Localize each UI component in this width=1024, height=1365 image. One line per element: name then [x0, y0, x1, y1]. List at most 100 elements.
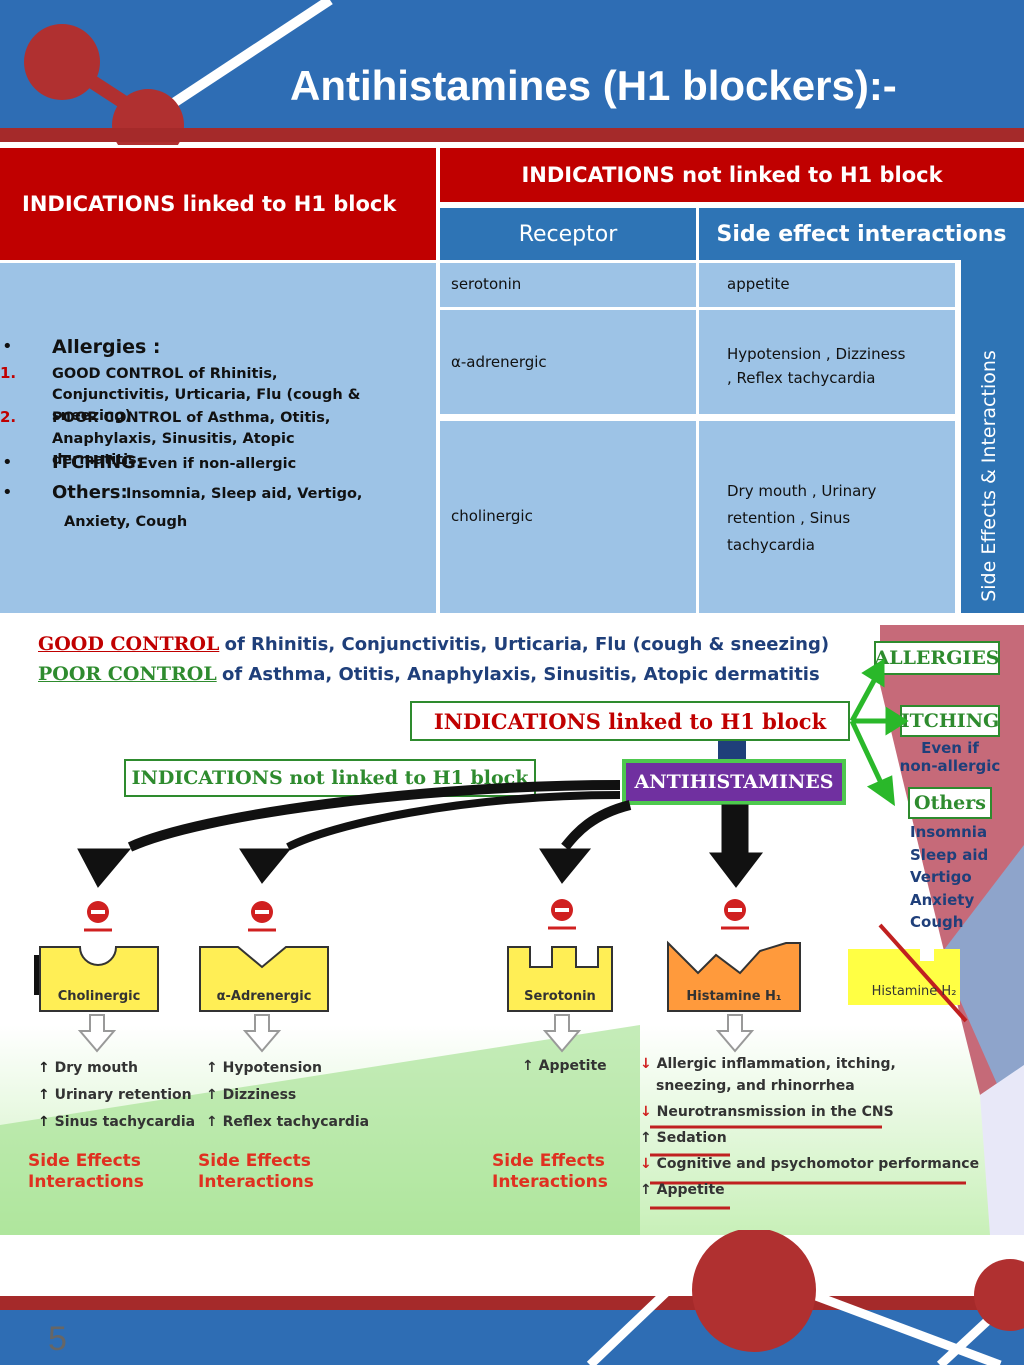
side-effect-header: Side effect interactions — [699, 208, 1024, 260]
up-arrow-icon: ↑ — [38, 1114, 50, 1130]
antihistamines-label: ANTIHISTAMINES — [634, 771, 834, 793]
receptor-cholinergic: Cholinergic — [57, 988, 141, 1004]
itching-label: ITCHING: — [52, 452, 143, 473]
receptor-shapes — [34, 923, 968, 1023]
effect-line: , Reflex tachycardia — [727, 369, 876, 387]
minus-icons — [84, 899, 749, 932]
bullet-icon: • — [2, 452, 13, 473]
side-effects-line: Interactions — [492, 1172, 608, 1192]
poor-control-desc: of Asthma, Otitis, Anaphylaxis, Sinusiti… — [221, 664, 820, 685]
others-item: Anxiety — [910, 890, 975, 909]
effect-cell-cholinergic: Dry mouth , Urinary retention , Sinus ta… — [699, 421, 955, 613]
antihistamine-diagram: GOOD CONTROL of Rhinitis, Conjunctivitis… — [0, 625, 1024, 1235]
histamine-effects: ↓ Allergic inflammation, itching, sneezi… — [640, 1053, 979, 1201]
vertical-label: Side Effects & Interactions — [978, 350, 1000, 602]
effect-item: Appetite — [538, 1058, 607, 1074]
up-arrow-icon: ↑ — [206, 1060, 218, 1076]
down-arrow-icon: ↓ — [640, 1056, 652, 1072]
effect-item: Urinary retention — [54, 1087, 192, 1103]
diagram-arrows — [34, 658, 968, 1210]
black-arrows — [77, 780, 764, 888]
others-label: Others: — [52, 482, 128, 503]
vertical-label-cell — [958, 260, 1024, 613]
linked-indications-cell — [0, 263, 436, 613]
page-number: 5 — [48, 1320, 67, 1358]
poor-control-text: POOR CONTROL of Asthma, Otitis, Anaphyla… — [52, 410, 331, 468]
others-box-label: Others — [914, 792, 986, 814]
linked-header: INDICATIONS linked to H1 block — [0, 148, 436, 260]
receptor-header: Receptor — [440, 208, 696, 260]
effect-item: Dizziness — [222, 1087, 297, 1103]
green-arrows — [849, 658, 909, 807]
allergies-box: ALLERGIES — [874, 641, 1000, 675]
adrenergic-effects: ↑ Hypotension ↑ Dizziness ↑ Reflex tachy… — [206, 1055, 369, 1136]
up-arrow-icon: ↑ — [206, 1114, 218, 1130]
side-effects-line: Interactions — [198, 1172, 314, 1192]
receptor-histamine-h1: Histamine H₁ — [686, 988, 782, 1004]
side-effects-line: Side Effects — [198, 1151, 311, 1171]
others-item: Insomnia — [910, 823, 988, 841]
up-arrow-icon: ↑ — [38, 1060, 50, 1076]
good-control-label: GOOD CONTROL — [38, 633, 220, 655]
others-item: Sleep aid — [910, 845, 989, 864]
linked-box-label: INDICATIONS linked to H1 block — [433, 708, 827, 734]
good-control-line: GOOD CONTROL of Rhinitis, Conjunctivitis… — [38, 633, 829, 656]
itching-sub-line: Even if — [921, 739, 979, 757]
effect-cell-adrenergic: Hypotension , Dizziness , Reflex tachyca… — [699, 310, 955, 414]
molecule-decoration — [24, 0, 333, 145]
up-arrow-icon: ↑ — [640, 1182, 652, 1198]
hollow-arrows — [77, 1014, 755, 1053]
receptor-cell-serotonin: serotonin — [440, 263, 696, 307]
list-number: 1. — [0, 364, 17, 382]
not-linked-box-label: INDICATIONS not linked to H1 block — [131, 767, 529, 789]
others-box: Others — [908, 787, 992, 819]
side-effects-label-2: Side Effects Interactions — [198, 1151, 314, 1193]
effect-item: Sedation — [656, 1130, 727, 1146]
underline-marks — [650, 1125, 966, 1210]
footer-decoration — [0, 1230, 1024, 1365]
effect-line: retention , Sinus — [727, 509, 851, 527]
good-control-text: GOOD CONTROL of Rhinitis, Conjunctivitis… — [52, 366, 361, 424]
bullet-icon: • — [2, 336, 13, 357]
cholinergic-effects: ↑ Dry mouth ↑ Urinary retention ↑ Sinus … — [38, 1055, 195, 1136]
effect-line: Hypotension , Dizziness — [727, 345, 906, 363]
others-item: Cough — [910, 913, 964, 931]
receptor-adrenergic: α-Adrenergic — [216, 988, 312, 1004]
receptor-serotonin: Serotonin — [524, 988, 596, 1004]
effect-item: Cognitive and psychomotor performance — [656, 1156, 980, 1172]
effect-item: Sinus tachycardia — [54, 1114, 196, 1130]
others-text-1: Insomnia, Sleep aid, Vertigo, — [126, 486, 363, 502]
effect-item: Hypotension — [222, 1060, 322, 1076]
effect-item: Dry mouth — [54, 1060, 138, 1076]
poor-control-line: POOR CONTROL of Asthma, Otitis, Anaphyla… — [38, 663, 820, 686]
itching-sub-line: non-allergic — [899, 757, 1001, 775]
effect-cell-serotonin: appetite — [699, 263, 955, 307]
itching-box-label: ITCHING — [900, 710, 1000, 732]
side-effects-line: Side Effects — [492, 1151, 605, 1171]
effect-item: sneezing, and rhinorrhea — [656, 1078, 855, 1094]
side-effects-line: Side Effects — [28, 1151, 141, 1171]
effect-item: Neurotransmission in the CNS — [656, 1104, 894, 1120]
side-effects-label-3: Side Effects Interactions — [492, 1151, 608, 1193]
down-arrow-icon: ↓ — [640, 1104, 652, 1120]
allergies-label: Allergies : — [52, 336, 161, 358]
itching-subtext: Even if non-allergic — [896, 739, 1004, 775]
effect-item: Appetite — [656, 1182, 725, 1198]
diagram-background — [0, 625, 1024, 1235]
receptor-histamine-h2: Histamine H₂ — [871, 983, 957, 999]
allergies-box-label: ALLERGIES — [874, 647, 1000, 669]
side-effects-line: Interactions — [28, 1172, 144, 1192]
up-arrow-icon: ↑ — [206, 1087, 218, 1103]
indications-list: • Allergies : 1. GOOD CONTROL of Rhiniti… — [0, 336, 436, 538]
effect-item: Reflex tachycardia — [222, 1114, 370, 1130]
down-arrow-icon: ↓ — [640, 1156, 652, 1172]
not-linked-header: INDICATIONS not linked to H1 block — [440, 148, 1024, 202]
receptor-cell-adrenergic: α-adrenergic — [440, 310, 696, 414]
list-number: 2. — [0, 408, 17, 426]
bullet-icon: • — [2, 482, 13, 503]
poor-control-label: POOR CONTROL — [38, 663, 217, 685]
itching-text: Even if non-allergic — [138, 456, 297, 472]
serotonin-effects: ↑ Appetite — [522, 1053, 607, 1080]
up-arrow-icon: ↑ — [38, 1087, 50, 1103]
others-text-2: Anxiety, Cough — [64, 514, 188, 530]
